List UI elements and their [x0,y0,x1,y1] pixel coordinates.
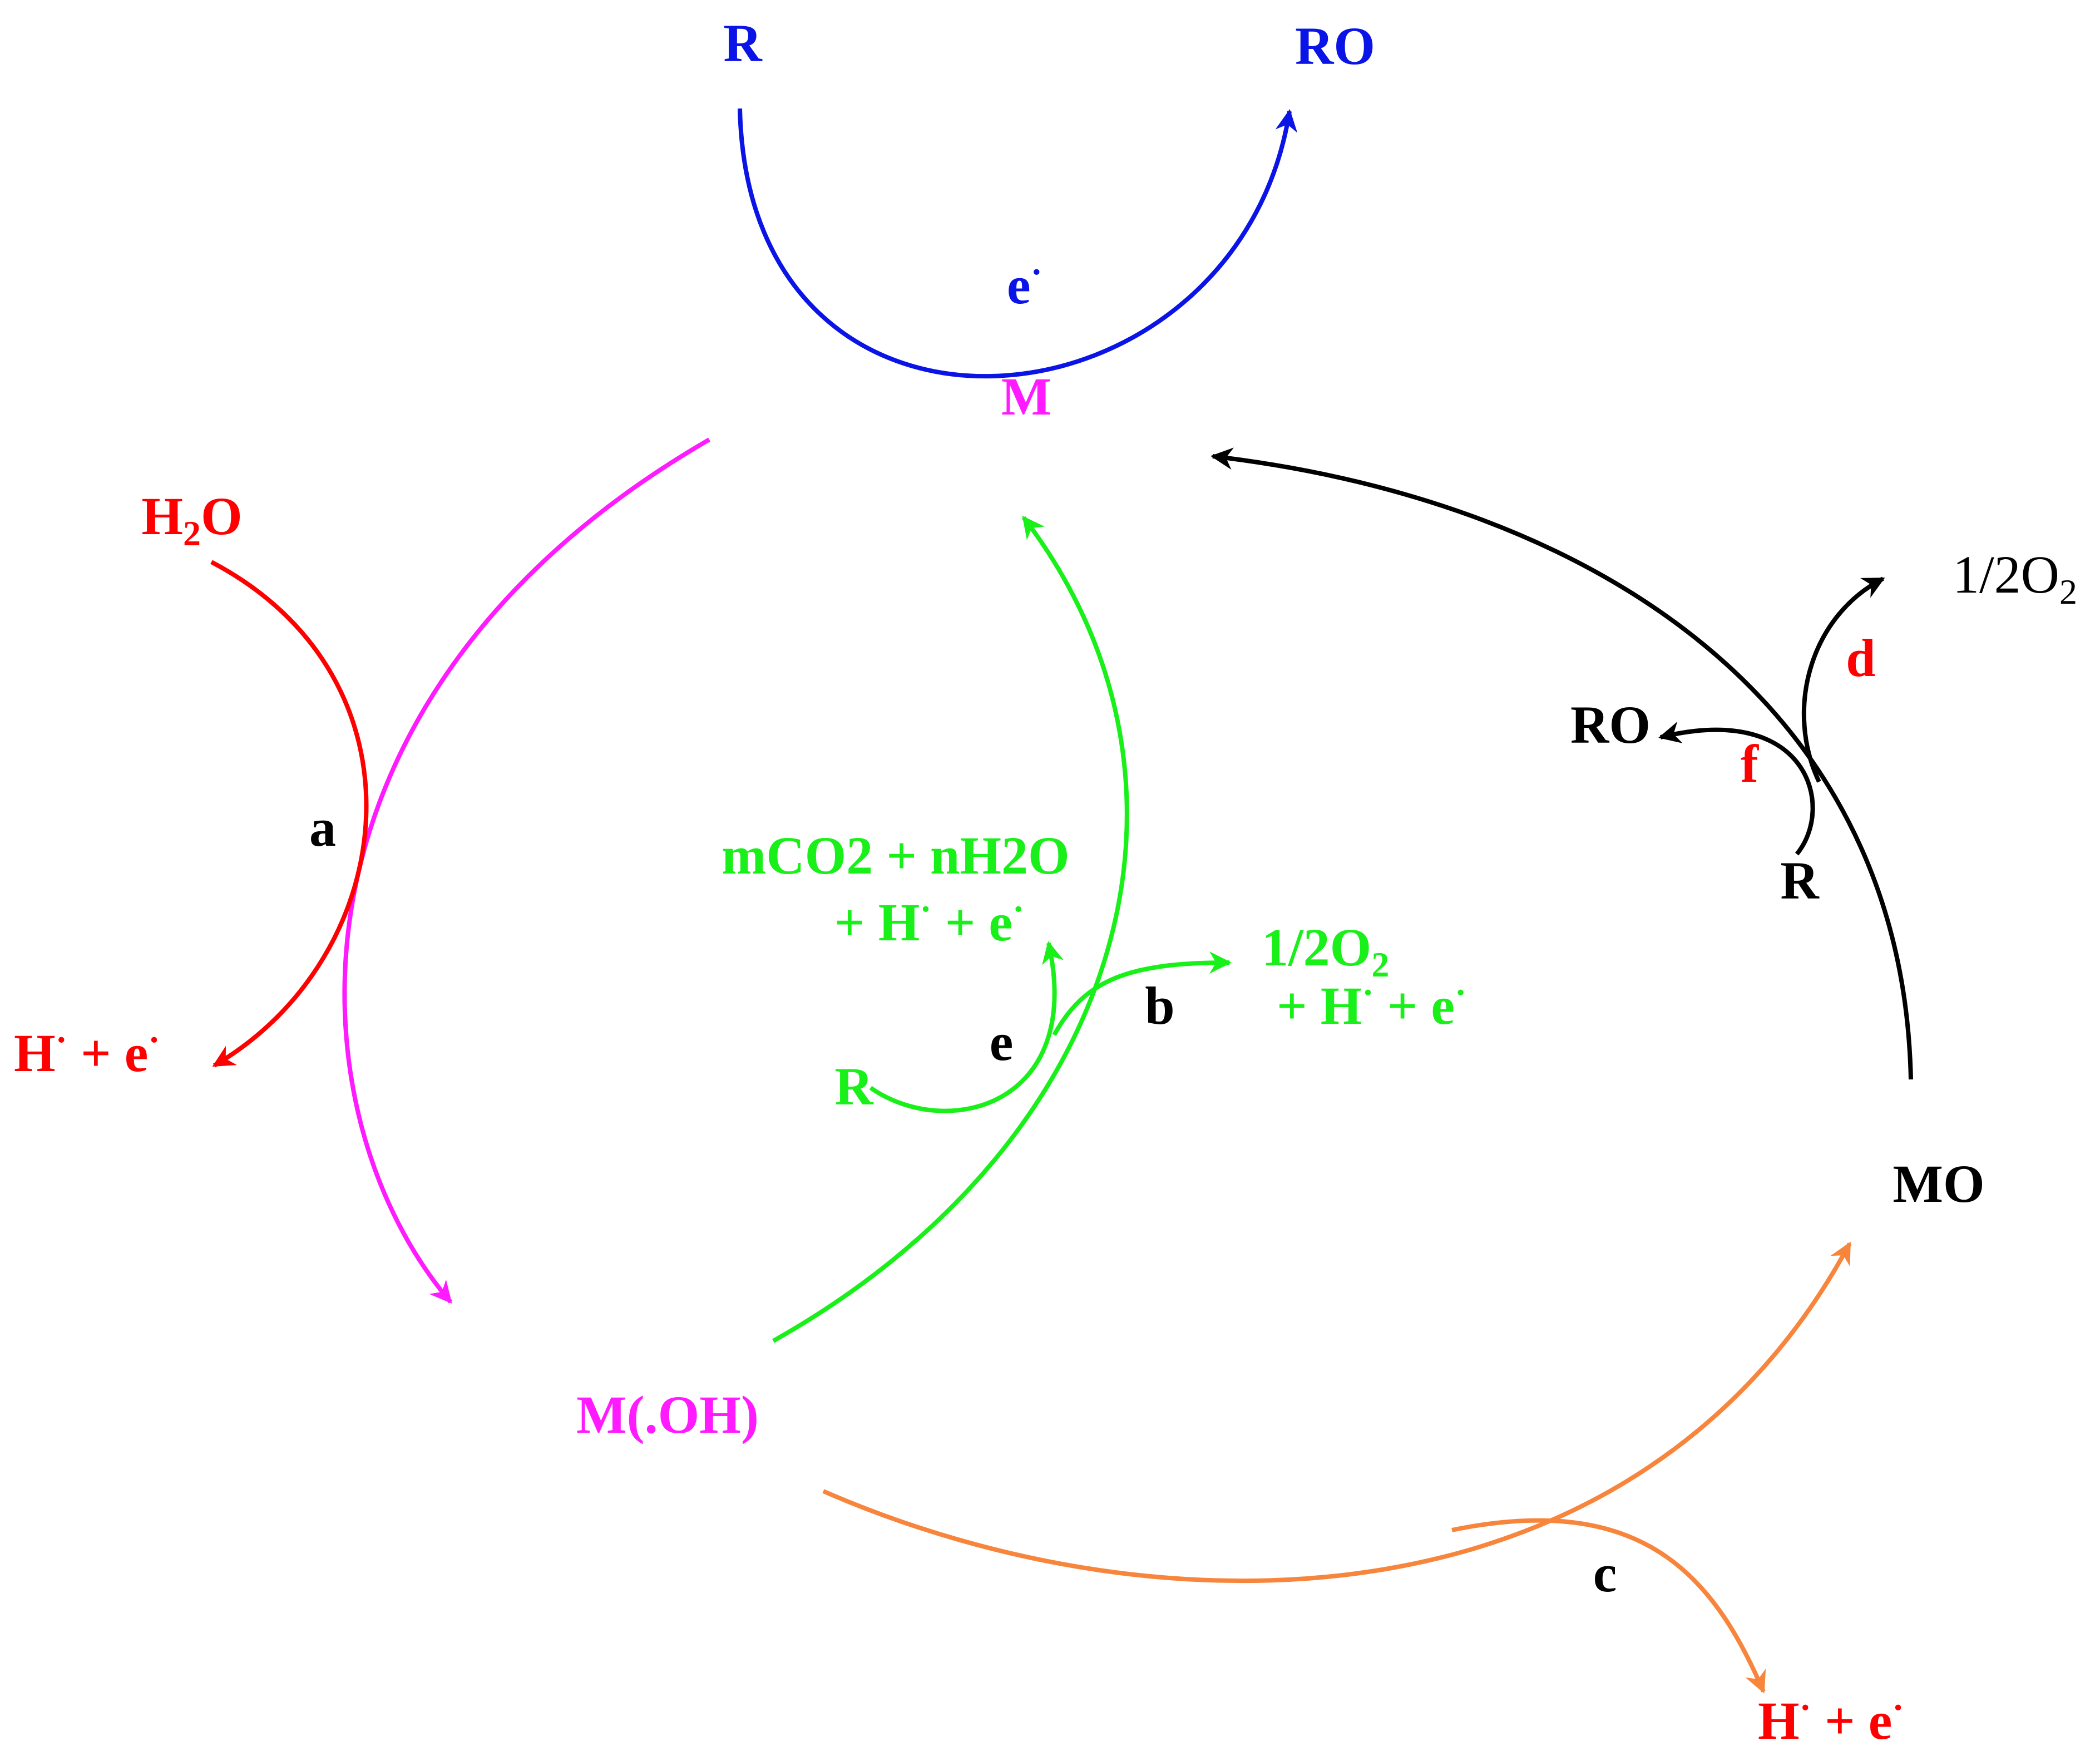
arc-c-to-products [1451,1518,1766,1694]
arc-b-to-o2 [1052,951,1232,1036]
step-f-reactant-label: R [1780,851,1820,910]
arc-d-to-o2 [1801,576,1885,783]
top-reactant-label: R [723,13,763,73]
arc-mo-to-m [1210,447,1913,1080]
step-c-products-label: H· + e· [1758,1688,1904,1746]
step-b-products-line2: + H· + e· [1277,973,1466,1035]
step-d-label: d [1846,628,1875,688]
arc-m-to-moh [342,437,711,1304]
step-e-reactant-label: R [834,1057,874,1116]
step-e-products-line1: mCO2 + nH2O [722,826,1069,885]
arc-moh-to-m [772,515,1129,1343]
water-label: H2O [141,486,242,553]
step-f-product-label: RO [1570,695,1651,754]
step-a-label: a [309,798,336,857]
step-c-label: c [1593,1543,1617,1603]
arc-e-r-to-co2 [869,941,1064,1113]
species-mo-label: MO [1893,1154,1984,1214]
step-a-products-label: H· + e· [14,1020,160,1083]
species-moh-label: M(.OH) [576,1385,759,1444]
species-m-label: M [1001,367,1052,426]
top-electron-label: e· [1007,252,1042,315]
step-e-label: e [990,1012,1014,1072]
arc-f-r-to-ro [1658,722,1815,856]
top-product-label: RO [1295,16,1375,76]
step-f-label: f [1741,734,1759,793]
step-d-o2-label: 1/2O2 [1953,545,2077,611]
step-b-label: b [1145,976,1174,1035]
arc-moh-to-mo [822,1241,1852,1584]
arc-a-water-to-products [210,560,369,1068]
step-e-products-line2: + H· + e· [834,889,1024,952]
step-b-o2-label: 1/2O2 [1262,918,1389,984]
top-arc-r-to-ro [738,108,1298,379]
